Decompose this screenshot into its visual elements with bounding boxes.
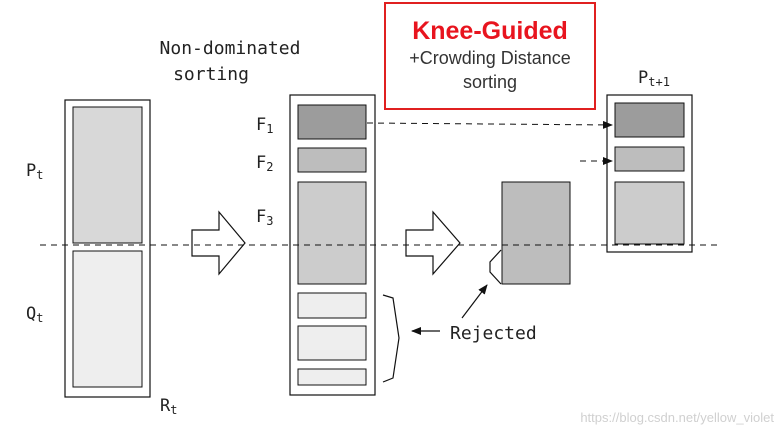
hollow-arrow-2 bbox=[405, 210, 461, 276]
label-f2: F2 bbox=[256, 153, 274, 174]
pt1-f3-block bbox=[614, 181, 685, 245]
f3-partial-block bbox=[501, 181, 571, 285]
label-pt1: Pt+1 bbox=[638, 68, 670, 89]
label-qt: Qt bbox=[26, 304, 44, 325]
rejected-partial-arrow bbox=[461, 284, 488, 319]
f1-block bbox=[297, 104, 367, 140]
pt-block bbox=[72, 106, 143, 244]
rejected-bracket bbox=[382, 294, 400, 383]
f3-block bbox=[297, 181, 367, 285]
f4-block bbox=[297, 292, 367, 319]
label-pt: Pt bbox=[26, 161, 44, 182]
f2-block bbox=[297, 147, 367, 173]
watermark: https://blog.csdn.net/yellow_violet bbox=[580, 410, 774, 425]
label-f1: F1 bbox=[256, 115, 274, 136]
knee-title: Knee-Guided bbox=[412, 17, 568, 45]
f1-transfer-arrow bbox=[366, 120, 613, 129]
knee-guided-box: Knee-Guided +Crowding Distance sorting bbox=[384, 2, 596, 110]
qt-block bbox=[72, 250, 143, 388]
label-rt: Rt bbox=[160, 396, 178, 417]
knee-subtitle-2: sorting bbox=[462, 71, 518, 92]
title-line-2: sorting bbox=[173, 64, 249, 86]
pt1-f2-block bbox=[614, 146, 685, 172]
f5-block bbox=[297, 325, 367, 361]
f6-block bbox=[297, 368, 367, 386]
knee-subtitle-1: +Crowding Distance bbox=[409, 47, 571, 68]
partial-bracket bbox=[489, 249, 502, 285]
diagram-title: Non-dominated sorting bbox=[140, 36, 320, 88]
title-line-1: Non-dominated bbox=[159, 38, 301, 59]
hollow-arrow-1 bbox=[191, 210, 246, 276]
pt1-f1-block bbox=[614, 102, 685, 138]
label-f3: F3 bbox=[256, 207, 274, 228]
rejected-label: Rejected bbox=[450, 323, 537, 344]
